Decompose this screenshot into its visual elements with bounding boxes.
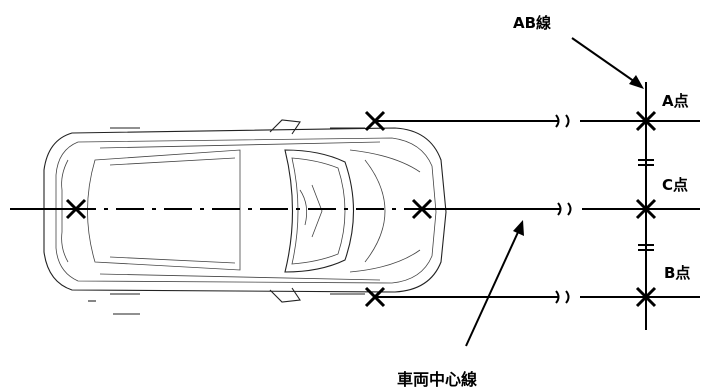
ab-arrowhead: [629, 75, 644, 89]
x-marker-rear-center: [65, 198, 87, 220]
leader-arrows: [465, 37, 644, 347]
point-a-label: A点: [662, 92, 689, 110]
x-marker-top-wheel: [364, 110, 386, 132]
x-marker-front-center: [411, 198, 433, 220]
point-c-label: C点: [662, 176, 688, 194]
ab-line-label: AB線: [513, 14, 551, 32]
point-b-label: B点: [664, 264, 690, 282]
ab-line: [638, 82, 654, 330]
x-markers: [65, 110, 657, 308]
center-line-label: 車両中心線: [397, 370, 477, 389]
break-symbols: [555, 114, 572, 304]
x-marker-point-a: [635, 110, 657, 132]
x-marker-bottom-wheel: [364, 286, 386, 308]
x-marker-point-c: [635, 198, 657, 220]
center-line-arrowhead: [513, 220, 524, 236]
vehicle-top-view: [43, 119, 447, 315]
x-marker-point-b: [635, 286, 657, 308]
